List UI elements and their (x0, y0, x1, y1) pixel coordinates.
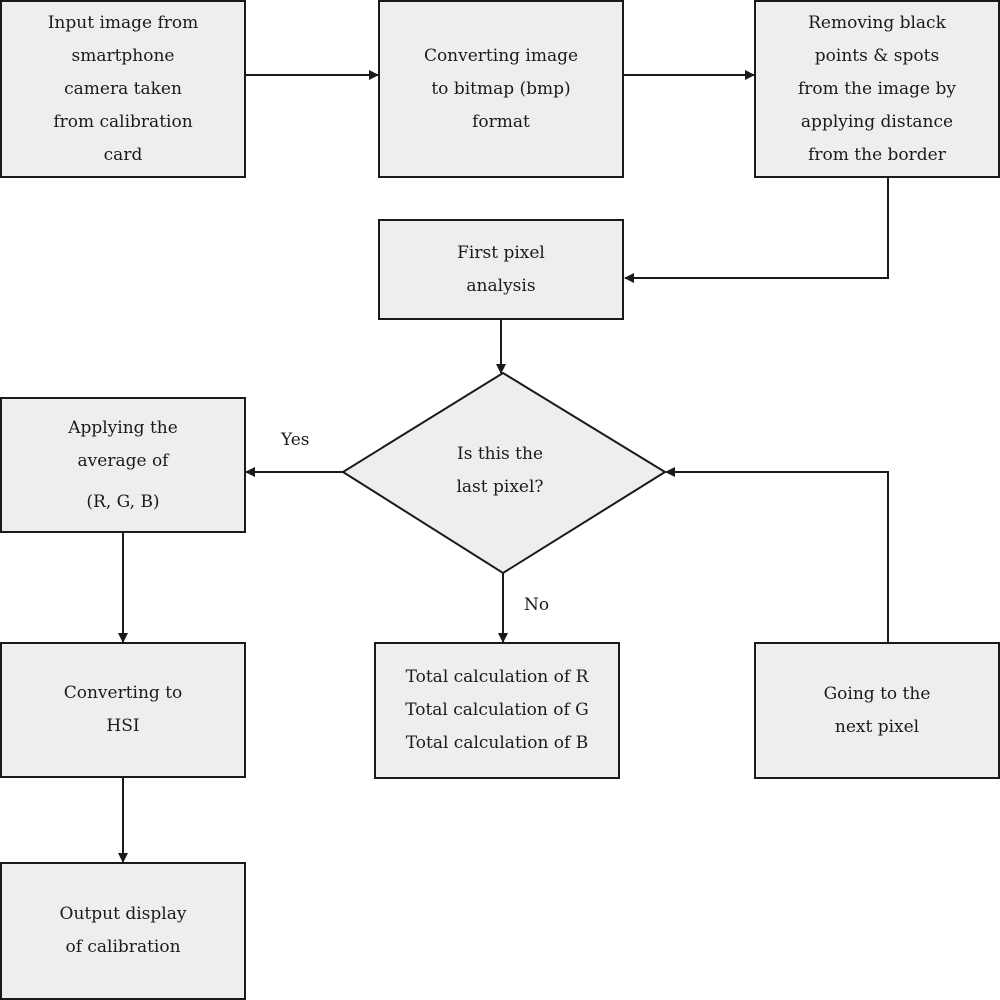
node-next-pixel-line-2: next pixel (834, 716, 920, 737)
arrow-remove-to-first-pixel (624, 178, 889, 283)
node-first-pixel-line-2: analysis (466, 275, 536, 296)
node-input-image-line-4: from calibration (53, 111, 193, 132)
node-remove-spots-line-2: points & spots (814, 45, 940, 66)
node-convert-bmp: Converting image to bitmap (bmp) format (378, 0, 624, 178)
node-first-pixel-line-1: First pixel (457, 242, 545, 263)
node-convert-bmp-line-1: Converting image (423, 45, 579, 66)
node-output-display: Output display of calibration (0, 862, 246, 1000)
node-average-line-2: average of (77, 450, 169, 471)
node-first-pixel: First pixel analysis (378, 219, 624, 320)
node-totals-line-1: Total calculation of R (405, 667, 589, 687)
node-input-image: Input image from smartphone camera taken… (0, 0, 246, 178)
node-total-calculation: Total calculation of R Total calculation… (374, 642, 620, 779)
node-remove-spots-line-4: applying distance (800, 111, 954, 132)
node-input-image-line-3: camera taken (64, 78, 182, 99)
node-totals-line-3: Total calculation of B (405, 733, 589, 753)
node-hsi-line-2: HSI (106, 716, 140, 736)
node-remove-spots-line-3: from the image by (798, 78, 956, 99)
node-output-line-2: of calibration (65, 937, 181, 957)
node-output-line-1: Output display (59, 904, 187, 924)
node-remove-spots: Removing black points & spots from the i… (754, 0, 1000, 178)
node-remove-spots-line-1: Removing black (808, 12, 946, 33)
node-hsi-line-1: Converting to (63, 683, 183, 703)
node-input-image-line-2: smartphone (71, 45, 175, 66)
node-next-pixel-line-1: Going to the (823, 683, 931, 704)
edge-label-yes: Yes (281, 430, 310, 450)
edge-label-no: No (524, 595, 550, 615)
node-totals-line-2: Total calculation of G (405, 700, 589, 720)
node-decision-line-2: last pixel? (456, 477, 544, 497)
node-remove-spots-line-5: from the border (808, 144, 946, 165)
node-input-image-line-1: Input image from (47, 12, 199, 33)
node-convert-hsi: Converting to HSI (0, 642, 246, 778)
node-input-image-line-5: card (103, 144, 143, 165)
node-convert-bmp-line-3: format (472, 111, 530, 132)
node-average-line-3: (R, G, B) (86, 491, 160, 512)
node-average-line-1: Applying the (68, 417, 178, 438)
node-average-rgb: Applying the average of (R, G, B) (0, 397, 246, 533)
arrow-next-pixel-to-decision (665, 467, 889, 642)
node-decision-text: Is this the last pixel? (400, 438, 600, 504)
node-decision-line-1: Is this the (456, 444, 544, 464)
node-convert-bmp-line-2: to bitmap (bmp) (431, 78, 571, 99)
node-next-pixel: Going to the next pixel (754, 642, 1000, 779)
